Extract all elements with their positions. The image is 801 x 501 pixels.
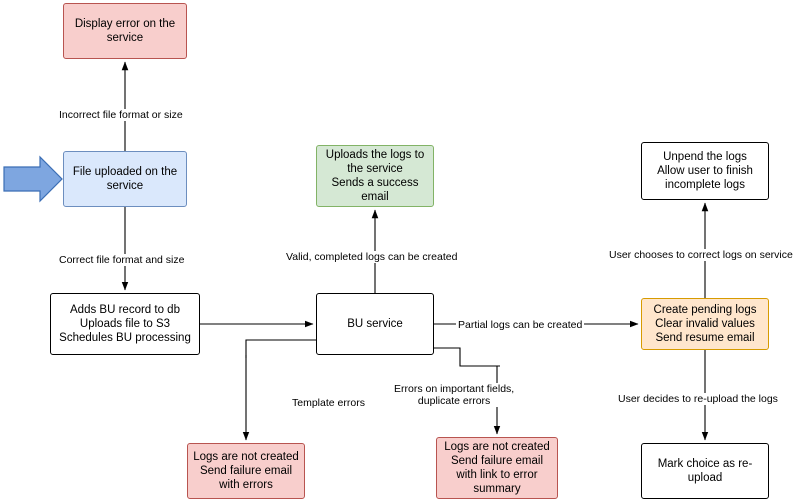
node-label: Logs are not created Send failure email … bbox=[193, 451, 299, 491]
node-logs-not-created-errors[interactable]: Logs are not created Send failure email … bbox=[187, 443, 305, 499]
node-logs-not-created-summary[interactable]: Logs are not created Send failure email … bbox=[436, 437, 558, 499]
node-label: Display error on the service bbox=[74, 18, 176, 44]
edge-label-partial-logs: Partial logs can be created bbox=[456, 319, 585, 331]
edge-label-user-decides-reupload: User decides to re-upload the logs bbox=[616, 393, 780, 405]
node-label: Logs are not created Send failure email … bbox=[444, 441, 550, 495]
node-label: Mark choice as re- upload bbox=[657, 458, 753, 484]
node-label: File uploaded on the service bbox=[72, 166, 178, 192]
node-display-error[interactable]: Display error on the service bbox=[63, 3, 187, 59]
node-mark-choice-reupload[interactable]: Mark choice as re- upload bbox=[641, 443, 769, 499]
node-label: Uploads the logs to the service Sends a … bbox=[325, 149, 425, 203]
edge-label-incorrect-format: Incorrect file format or size bbox=[57, 109, 185, 121]
edge-label-correct-format: Correct file format and size bbox=[57, 254, 187, 266]
edge-label-valid-completed: Valid, completed logs can be created bbox=[284, 251, 460, 263]
node-bu-service[interactable]: BU service bbox=[316, 293, 434, 355]
node-uploads-logs[interactable]: Uploads the logs to the service Sends a … bbox=[316, 145, 434, 207]
edge-label-user-chooses-correct: User chooses to correct logs on service bbox=[607, 249, 795, 261]
node-label: BU service bbox=[347, 318, 403, 330]
node-adds-bu-record[interactable]: Adds BU record to db Uploads file to S3 … bbox=[50, 293, 200, 355]
edge-label-template-errors: Template errors bbox=[290, 397, 367, 409]
edge-label-errors-important-fields: Errors on important fields, duplicate er… bbox=[392, 383, 517, 407]
node-label: Create pending logs Clear invalid values… bbox=[653, 304, 757, 344]
node-file-uploaded[interactable]: File uploaded on the service bbox=[63, 151, 187, 207]
node-label: Unpend the logs Allow user to finish inc… bbox=[657, 151, 753, 191]
node-unpend-logs[interactable]: Unpend the logs Allow user to finish inc… bbox=[641, 142, 769, 200]
node-create-pending-logs[interactable]: Create pending logs Clear invalid values… bbox=[641, 298, 769, 350]
node-label: Adds BU record to db Uploads file to S3 … bbox=[59, 304, 191, 344]
